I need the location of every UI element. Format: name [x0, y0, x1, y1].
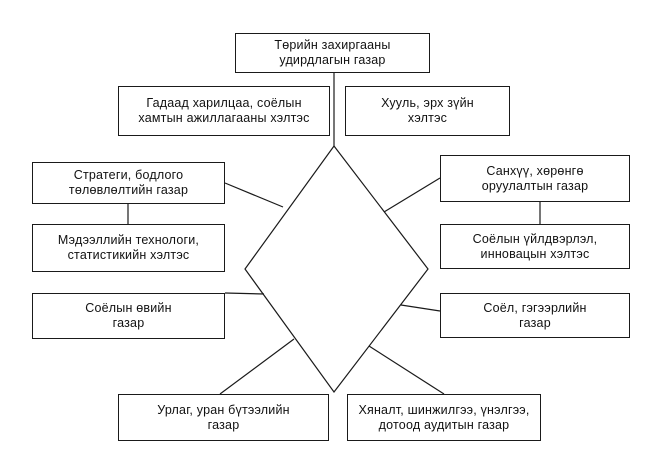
node-label: Соёлын өвийн газар — [85, 301, 172, 330]
node-label: Төрийн захиргааны удирдлагын газар — [274, 38, 391, 67]
node-label: Хяналт, шинжилгээ, үнэлгээ, дотоод аудит… — [358, 402, 530, 432]
node-label: Гадаад харилцаа, соёлын хамтын ажиллагаа… — [138, 96, 310, 125]
connector-fin-diamond — [383, 177, 441, 213]
node-label: Урлаг, уран бүтээлийн газар — [157, 402, 290, 432]
node-monitoring-audit: Хяналт, шинжилгээ, үнэлгээ, дотоод аудит… — [347, 394, 541, 441]
node-label: Санхүү, хөрөнгө оруулалтын газар — [481, 163, 589, 193]
connector-art-diamond — [219, 338, 295, 395]
node-arts-creation: Урлаг, уран бүтээлийн газар — [118, 394, 329, 441]
node-strategy-planning: Стратеги, бодлого төлөвлөлтийн газар — [32, 162, 225, 204]
node-cultural-heritage: Соёлын өвийн газар — [32, 293, 225, 339]
node-label: Соёлын үйлдвэрлэл, инновацын хэлтэс — [472, 231, 598, 261]
node-cultural-industry: Соёлын үйлдвэрлэл, инновацын хэлтэс — [440, 224, 630, 269]
node-label: Стратеги, бодлого төлөвлөлтийн газар — [68, 168, 189, 197]
connector-strat-diamond — [224, 182, 284, 208]
center-diamond — [244, 144, 429, 394]
connector-heri-diamond — [224, 292, 265, 295]
node-state-administration: Төрийн захиргааны удирдлагын газар — [235, 33, 430, 73]
connector-audit-diamond — [368, 345, 445, 395]
node-finance-investment: Санхүү, хөрөнгө оруулалтын газар — [440, 155, 630, 202]
node-label: Мэдээллийн технологи, статистикийн хэлтэ… — [57, 233, 200, 262]
node-legal-department: Хууль, эрх зүйн хэлтэс — [345, 86, 510, 136]
node-it-statistics: Мэдээллийн технологи, статистикийн хэлтэ… — [32, 224, 225, 272]
node-label: Хууль, эрх зүйн хэлтэс — [381, 96, 474, 125]
node-culture-enlightenment: Соёл, гэгээрлийн газар — [440, 293, 630, 338]
node-foreign-relations: Гадаад харилцаа, соёлын хамтын ажиллагаа… — [118, 86, 330, 136]
connector-cult-diamond — [400, 304, 441, 312]
node-label: Соёл, гэгээрлийн газар — [483, 300, 587, 330]
